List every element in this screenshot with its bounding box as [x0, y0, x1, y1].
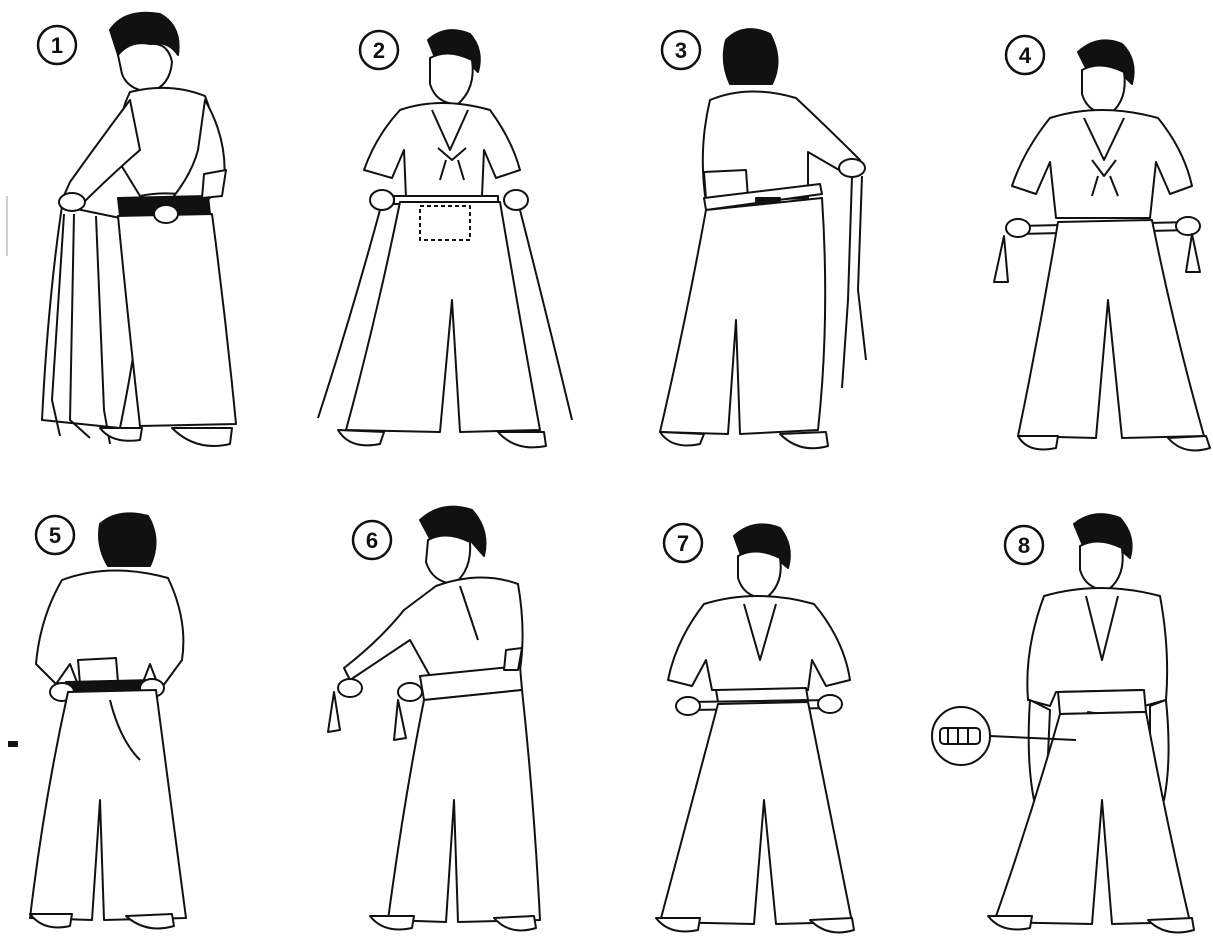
panel-3: 3	[660, 29, 866, 448]
step-number-3: 3	[675, 38, 687, 63]
step-number-8: 8	[1018, 533, 1030, 558]
figure-8	[988, 514, 1194, 932]
panel-2: 2	[318, 30, 572, 447]
step-badge-1: 1	[38, 26, 76, 64]
figure-4	[994, 40, 1210, 450]
panel-8: 8	[932, 514, 1194, 932]
panel-4: 4	[994, 36, 1210, 450]
step-badge-3: 3	[662, 31, 700, 69]
figure-7	[656, 524, 854, 932]
step-badge-7: 7	[664, 524, 702, 562]
panel-6: 6	[328, 507, 540, 931]
step-badge-6: 6	[353, 521, 391, 559]
scan-edge-marks	[6, 196, 18, 747]
step-number-2: 2	[373, 38, 385, 63]
figure-5	[30, 513, 186, 928]
step-number-4: 4	[1019, 43, 1032, 68]
figure-1	[42, 13, 236, 446]
step-badge-5: 5	[36, 516, 74, 554]
panel-5: 5	[30, 513, 186, 928]
step-badge-2: 2	[360, 31, 398, 69]
step-number-7: 7	[677, 531, 689, 556]
figure-3	[660, 29, 866, 448]
step-badge-8: 8	[1005, 526, 1043, 564]
panel-1: 1	[38, 13, 236, 446]
step-number-6: 6	[366, 528, 378, 553]
step-number-5: 5	[49, 523, 61, 548]
figure-2	[318, 30, 572, 447]
panel-7: 7	[656, 524, 854, 932]
step-badge-4: 4	[1006, 36, 1044, 74]
figure-6	[328, 507, 540, 931]
step-number-1: 1	[51, 33, 63, 58]
